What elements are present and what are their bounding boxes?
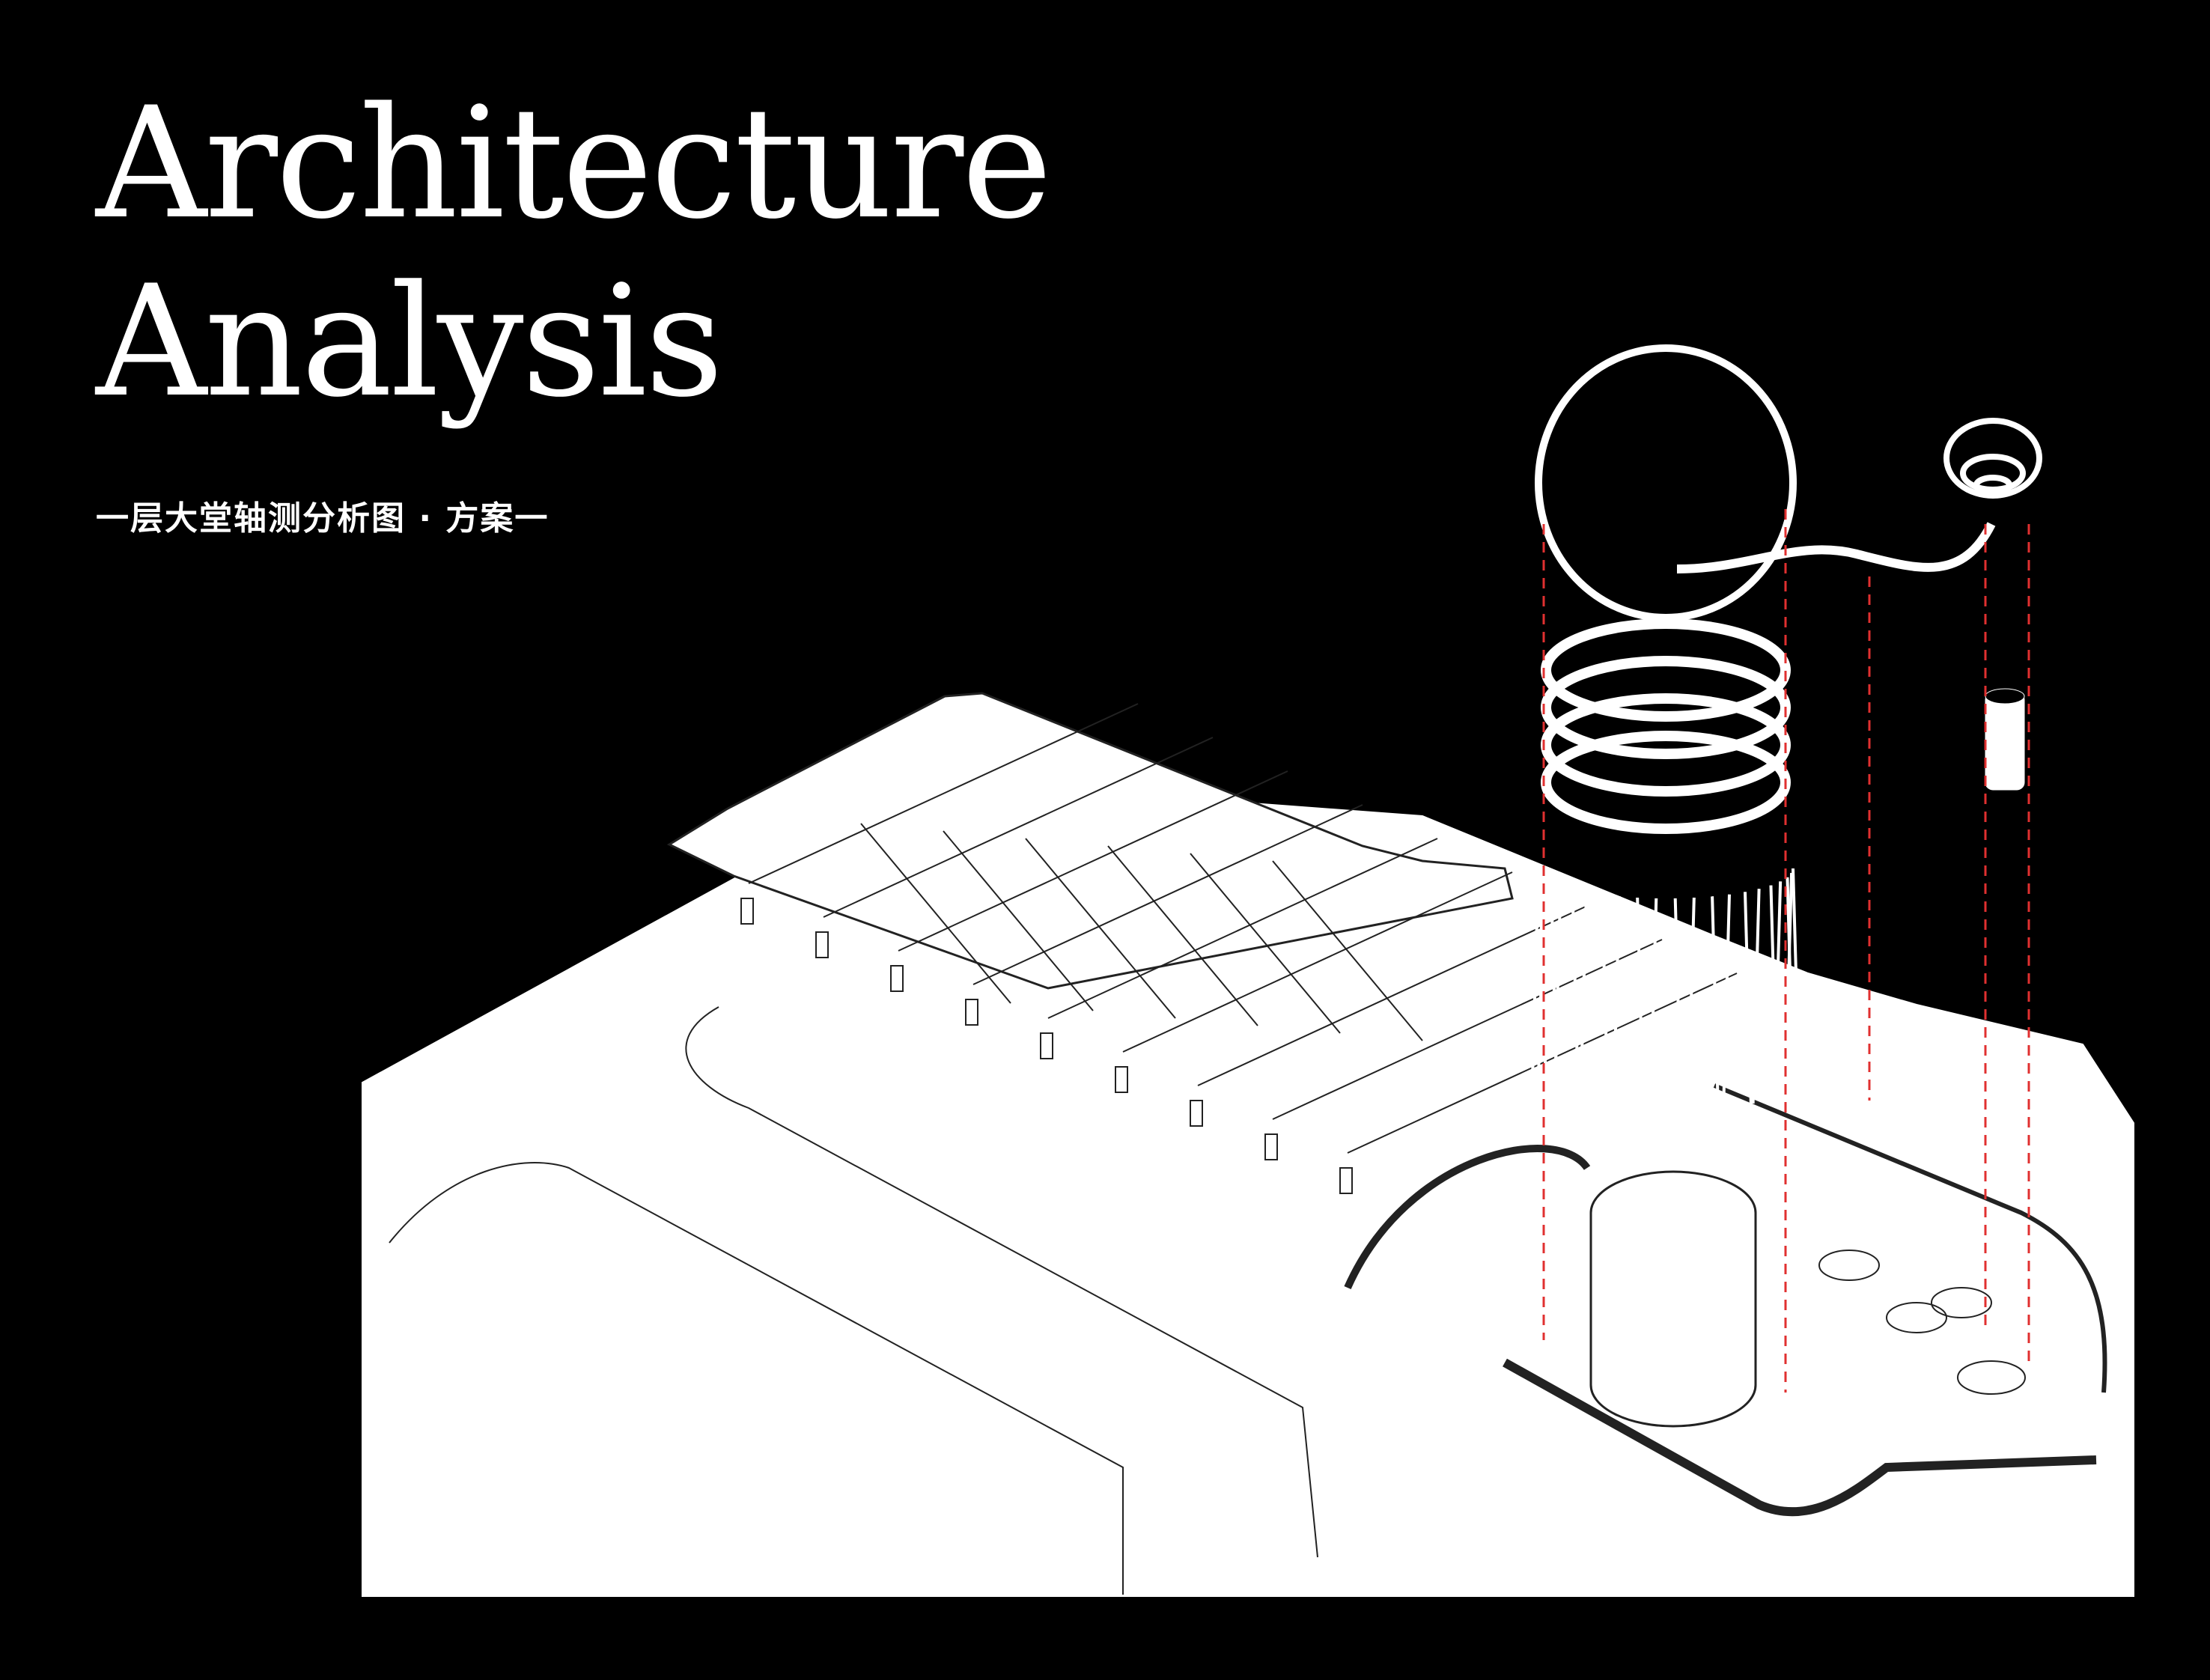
canopy-fin <box>1579 892 1589 1108</box>
ring-tier-1 <box>1541 618 1791 722</box>
title-block: Architecture Analysis 一层大堂轴测分析图 · 方案一 <box>96 75 1053 539</box>
window-opening <box>815 931 829 958</box>
ribbon-sculpture <box>1535 344 1996 621</box>
canopy-fin <box>1611 896 1621 1113</box>
window-opening <box>1040 1032 1053 1059</box>
spiral-inner <box>1973 475 2012 496</box>
canopy-fin <box>1686 897 1696 1115</box>
window-opening <box>740 898 754 925</box>
window-opening <box>890 965 904 992</box>
room-wall <box>1107 845 1258 1026</box>
room-wall <box>1272 939 1663 1120</box>
canopy-fin <box>1601 894 1610 1111</box>
cylinder-top <box>1985 688 2025 704</box>
small-spiral <box>1943 418 2042 499</box>
room-wall <box>943 830 1094 1011</box>
round-seat-4 <box>1957 1360 2026 1395</box>
ring-tiers <box>1541 618 1791 834</box>
round-seat-1 <box>1818 1250 1880 1281</box>
lobby-features <box>1344 1083 2107 1517</box>
canopy-fin <box>1743 892 1753 1108</box>
window-opening <box>965 999 978 1026</box>
subtitle: 一层大堂轴测分析图 · 方案一 <box>96 499 550 538</box>
central-drum-body <box>1589 1213 1757 1428</box>
canopy-fin <box>1571 889 1580 1104</box>
title-line-1: Architecture <box>96 75 1053 253</box>
canopy-fin <box>1673 898 1683 1116</box>
window-opening <box>1264 1133 1278 1160</box>
room-wall <box>1122 871 1513 1053</box>
canopy-fin <box>1536 877 1546 1089</box>
canopy-fin <box>1722 894 1731 1111</box>
room-wall <box>898 770 1288 952</box>
small-ring <box>1986 1050 2024 1092</box>
ribbon-tail <box>1676 522 1996 573</box>
small-ring-3 <box>1986 1072 2024 1092</box>
room-wall <box>972 804 1363 985</box>
canopy-fin <box>1636 897 1646 1115</box>
canopy-fin <box>1649 898 1658 1116</box>
building-base-axonometric <box>362 692 2134 1597</box>
round-seat-3 <box>1931 1287 1992 1318</box>
ribbon-inner <box>1560 467 1771 566</box>
window-opening <box>1339 1167 1353 1194</box>
ribbon-ring <box>1535 344 1797 621</box>
fin-canopy <box>1531 868 1800 1116</box>
canopy-fin <box>1773 881 1783 1095</box>
room-wall <box>748 703 1139 884</box>
north-wing <box>666 692 1514 990</box>
room-wall <box>1197 905 1588 1086</box>
small-ring-1 <box>1986 1050 2024 1069</box>
small-cylinder <box>1985 688 2025 791</box>
room-wall <box>1025 838 1176 1019</box>
canopy-fin <box>1786 877 1795 1089</box>
room-wall <box>860 823 1011 1004</box>
curved-ramp-2 <box>1503 1358 2097 1517</box>
room-wall <box>1047 838 1438 1019</box>
glazed-facade <box>1713 1083 2107 1393</box>
room-wall <box>1190 853 1341 1034</box>
canopy-fin <box>1711 896 1720 1113</box>
room-wall <box>1347 973 1738 1154</box>
canopy-fin <box>1553 885 1562 1100</box>
curved-ramp <box>1344 1145 1591 1290</box>
plaza-curve-2 <box>389 1162 1124 1595</box>
room-partitions <box>740 703 1738 1194</box>
small-ring-2 <box>1986 1061 2024 1080</box>
cylinder-body <box>1985 692 2025 791</box>
round-seat-2 <box>1886 1302 1947 1333</box>
plaza-curve <box>685 1006 1318 1558</box>
window-opening <box>1115 1066 1128 1093</box>
projection-guides <box>1542 509 2030 1393</box>
spiral-mid <box>1960 454 2026 493</box>
title-line-2: Analysis <box>96 253 724 431</box>
canopy-fin <box>1751 889 1761 1104</box>
room-wall <box>823 737 1214 918</box>
window-opening <box>1190 1100 1203 1127</box>
canopy-fin <box>1531 868 1540 1079</box>
room-wall <box>1272 860 1423 1041</box>
canopy-fin <box>1792 868 1800 1079</box>
